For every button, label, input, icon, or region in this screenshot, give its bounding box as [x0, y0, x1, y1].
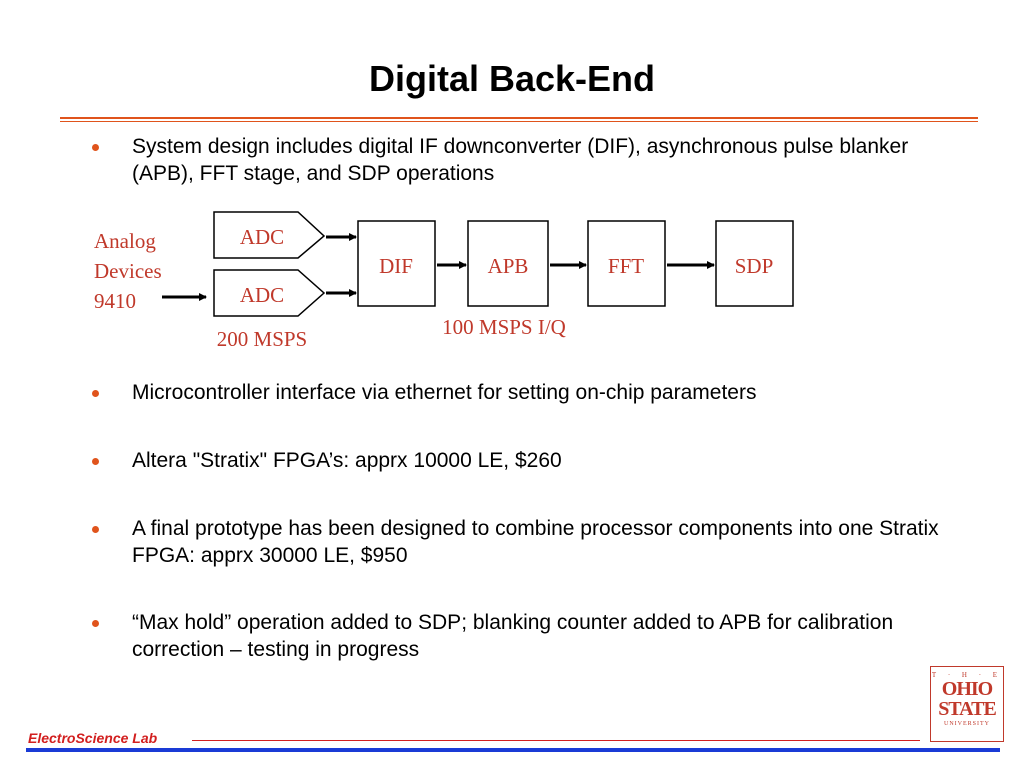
apb-label: APB — [488, 254, 529, 278]
bullet-dot-icon — [92, 620, 99, 627]
bullet-dot-icon — [92, 144, 99, 151]
title-divider-thin — [60, 121, 978, 122]
bullet-text: “Max hold” operation added to SDP; blank… — [132, 611, 894, 661]
adc-bottom-label: ADC — [240, 283, 284, 307]
footer-bar — [26, 748, 1000, 752]
source-label-line1: Analog — [94, 229, 156, 253]
sdp-block — [715, 220, 794, 307]
logo-the: T · H · E — [931, 671, 1003, 679]
fft-block — [587, 220, 666, 307]
logo-state: STATE — [938, 698, 997, 720]
adc-bottom-block — [213, 269, 326, 317]
logo-university: UNIVERSITY — [944, 721, 990, 727]
title-divider — [60, 117, 978, 119]
dif-block — [357, 220, 436, 307]
bullet-dot-icon — [92, 390, 99, 397]
slide-title: Digital Back-End — [368, 58, 656, 99]
iq-rate-label: 100 MSPS I/Q — [442, 315, 566, 339]
signal-chain-diagram: Analog Devices 9410 ADC ADC DIF APB FFT … — [94, 211, 794, 351]
dif-label: DIF — [379, 254, 413, 278]
fft-label: FFT — [608, 254, 644, 278]
bullet-text: Microcontroller interface via ethernet f… — [132, 381, 757, 404]
bullet-dot-icon — [92, 458, 99, 465]
source-label-line3: 9410 — [94, 289, 136, 313]
logo-ohio: OHIO — [941, 678, 993, 700]
footer-lab-name: ElectroScience Lab — [28, 730, 158, 746]
footer-divider — [192, 740, 920, 741]
ohio-state-logo: T · H · E OHIO STATE UNIVERSITY — [930, 666, 1004, 742]
bullet-dot-icon — [92, 526, 99, 533]
bullet-text: Altera "Stratix" FPGA’s: apprx 10000 LE,… — [132, 449, 562, 472]
apb-block — [467, 220, 549, 307]
adc-rate-label: 200 MSPS — [217, 327, 307, 351]
adc-top-label: ADC — [240, 225, 284, 249]
adc-top-block — [213, 211, 326, 259]
bullet-text: A final prototype has been designed to c… — [132, 517, 939, 567]
bullet-text: System design includes digital IF downco… — [132, 135, 909, 185]
source-label-line2: Devices — [94, 259, 162, 283]
sdp-label: SDP — [735, 254, 774, 278]
